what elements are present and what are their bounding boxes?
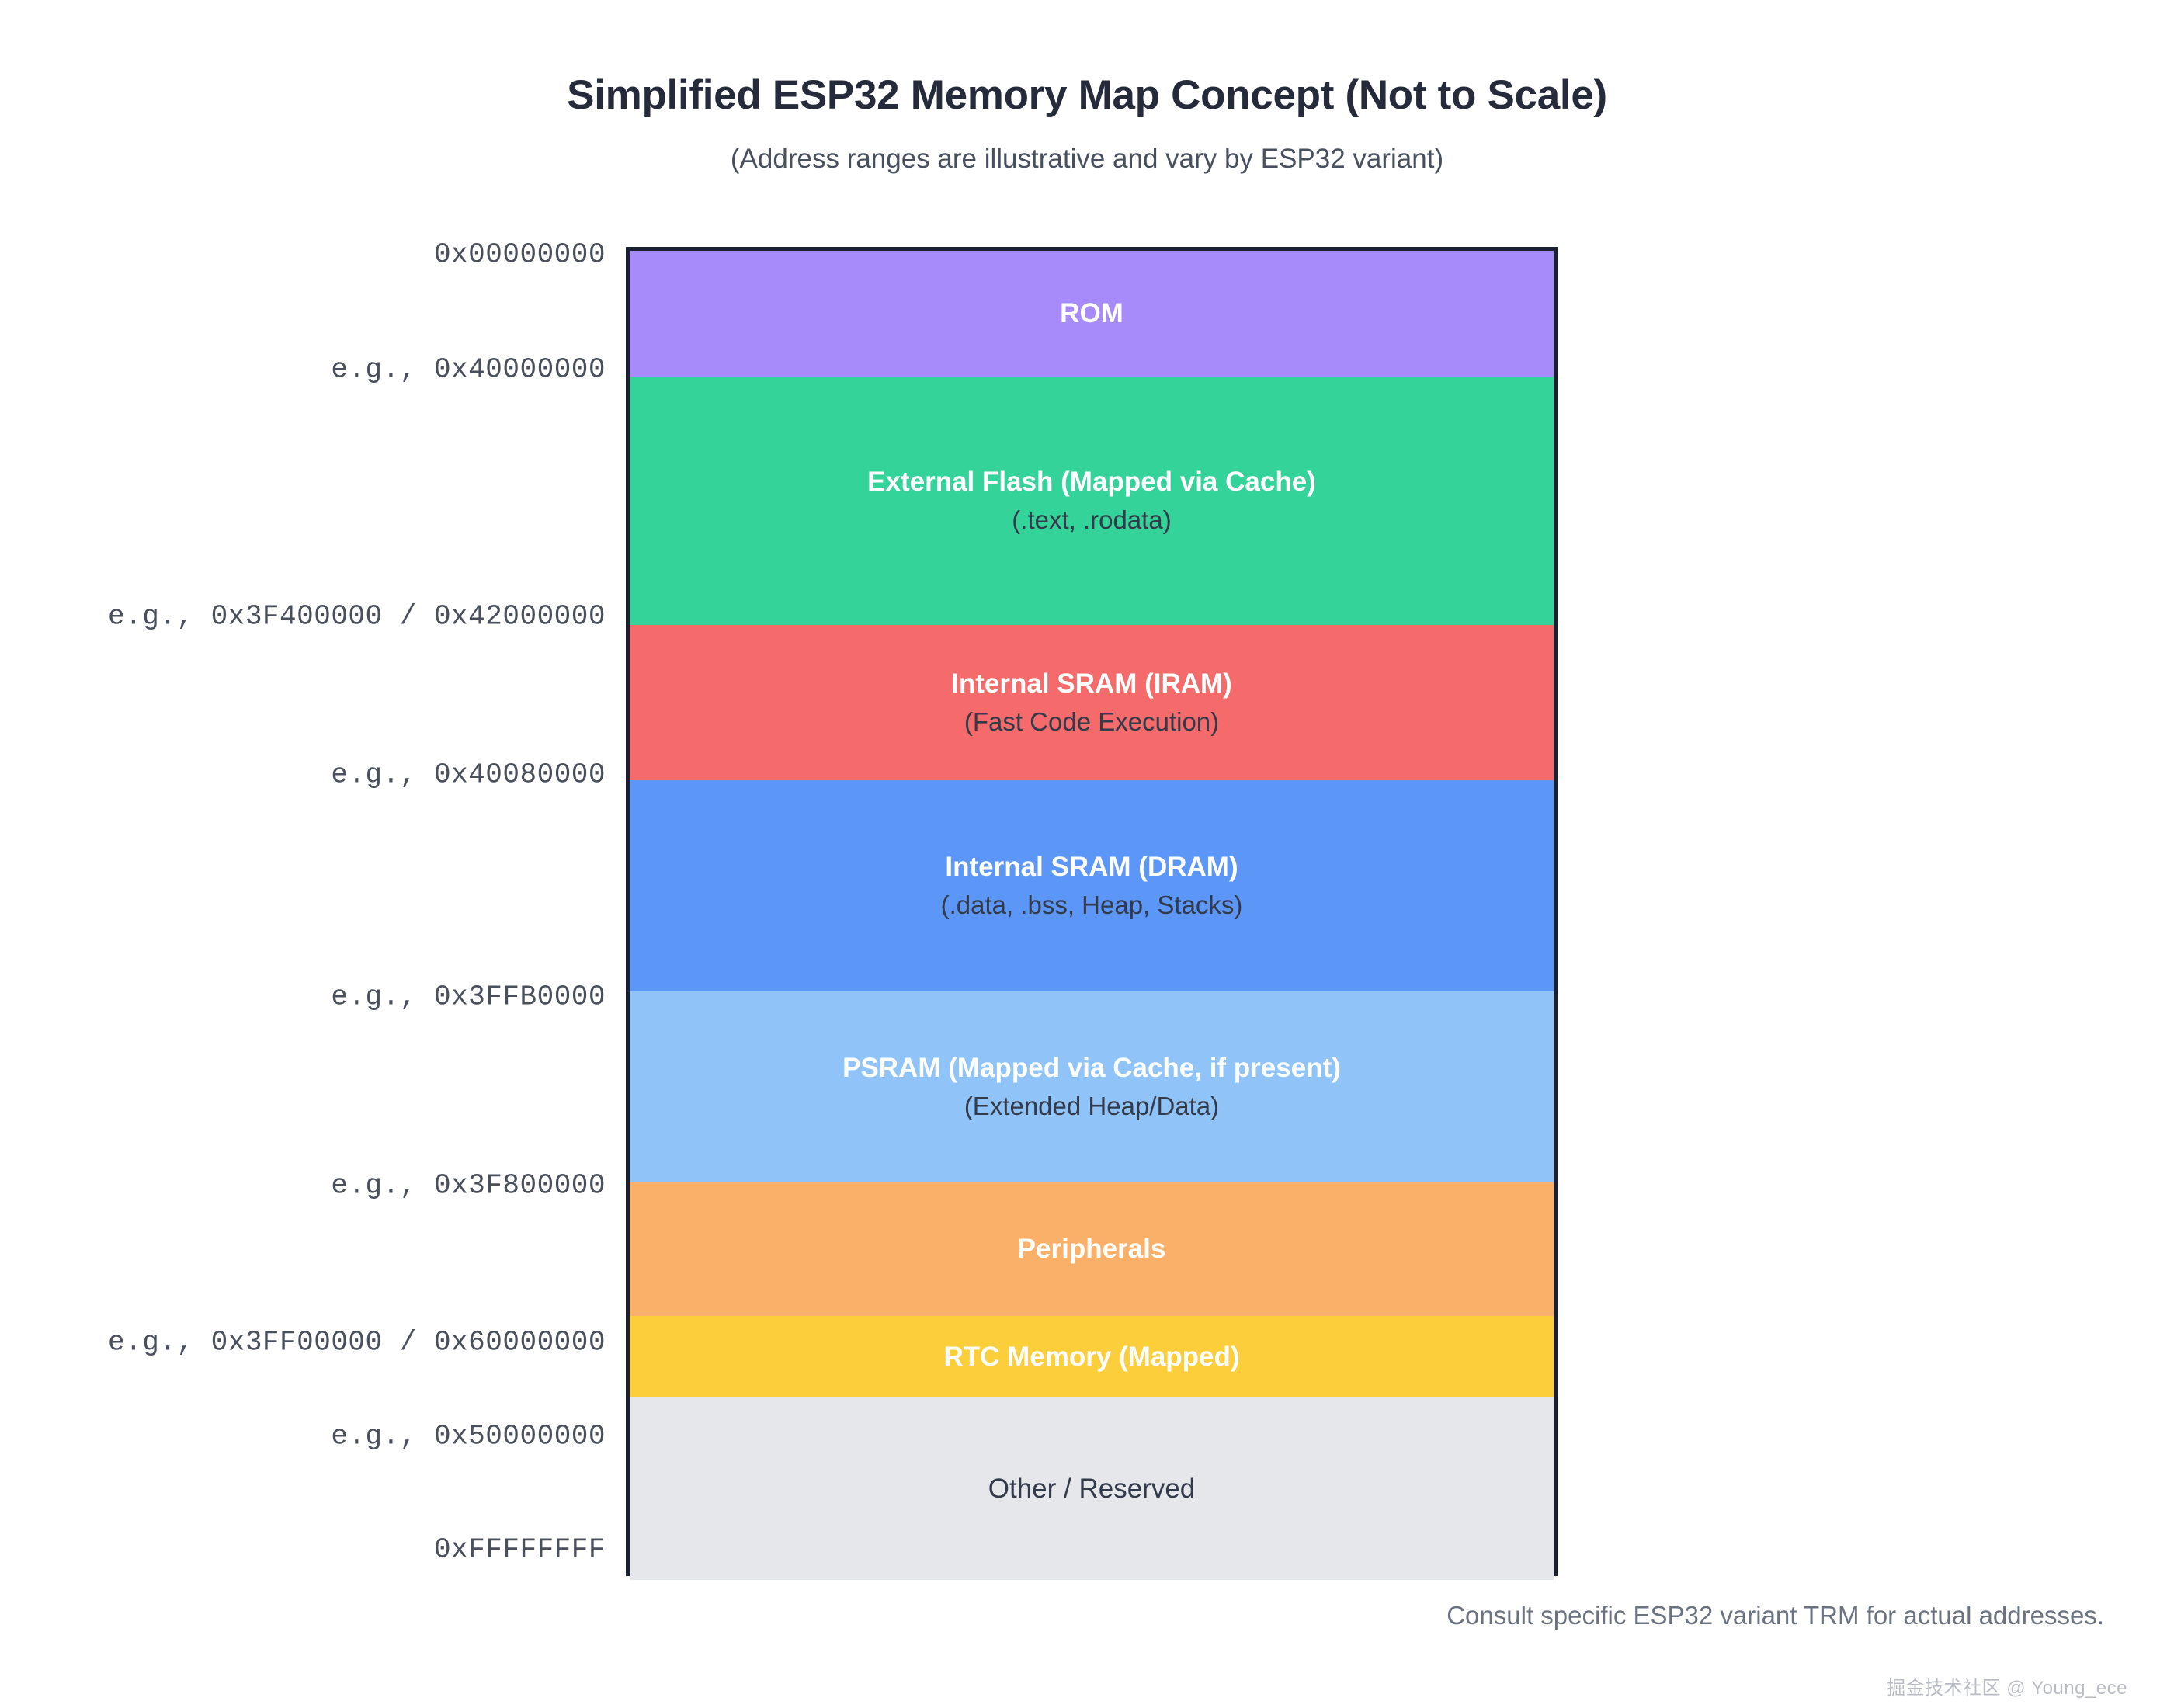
addr-0x40080000: e.g., 0x40080000	[331, 759, 606, 791]
memory-block-sublabel: (.text, .rodata)	[1012, 505, 1172, 535]
memory-block-label: Peripherals	[1017, 1234, 1166, 1265]
memory-block-sublabel: (.data, .bss, Heap, Stacks)	[940, 890, 1243, 920]
memory-block-label: RTC Memory (Mapped)	[943, 1341, 1240, 1372]
memory-block-label: ROM	[1060, 298, 1123, 329]
memory-block-sublabel: (Extended Heap/Data)	[964, 1092, 1220, 1121]
addr-0x3FF00000-0x60000000: e.g., 0x3FF00000 / 0x60000000	[107, 1326, 606, 1359]
memory-block-label: PSRAM (Mapped via Cache, if present)	[842, 1052, 1341, 1083]
page-title: Simplified ESP32 Memory Map Concept (Not…	[567, 72, 1607, 118]
addr-0x40000000: e.g., 0x40000000	[331, 353, 606, 386]
memory-map-diagram: ROM External Flash (Mapped via Cache) (.te…	[626, 247, 1558, 1580]
memory-block-internal-sram-dram: Internal SRAM (DRAM) (.data, .bss, Heap, …	[630, 780, 1554, 991]
memory-block-rom: ROM	[630, 251, 1554, 377]
memory-block-external-flash: External Flash (Mapped via Cache) (.text,…	[630, 377, 1554, 625]
watermark: 掘金技术社区 @ Young_ece	[1887, 1678, 2127, 1699]
addr-0x00000000: 0x00000000	[433, 238, 606, 271]
addr-0x50000000: e.g., 0x50000000	[331, 1420, 606, 1453]
memory-block-other-reserved: Other / Reserved	[630, 1397, 1554, 1580]
memory-block-label: Internal SRAM (DRAM)	[945, 851, 1238, 882]
addr-0x3F400000-0x42000000: e.g., 0x3F400000 / 0x42000000	[107, 600, 606, 633]
page-subtitle: (Address ranges are illustrative and var…	[730, 144, 1444, 174]
memory-block-psram: PSRAM (Mapped via Cache, if present) (Ext…	[630, 991, 1554, 1182]
memory-block-peripherals: Peripherals	[630, 1182, 1554, 1316]
memory-block-label: Internal SRAM (IRAM)	[951, 668, 1232, 699]
memory-block-label: External Flash (Mapped via Cache)	[867, 466, 1316, 497]
footer-note: Consult specific ESP32 variant TRM for a…	[1446, 1601, 2104, 1630]
memory-block-rtc-memory: RTC Memory (Mapped)	[630, 1316, 1554, 1397]
addr-0x3FFB0000: e.g., 0x3FFB0000	[331, 981, 606, 1013]
addr-0xFFFFFFFF: 0xFFFFFFFF	[433, 1533, 606, 1566]
memory-block-internal-sram-iram: Internal SRAM (IRAM) (Fast Code Execution…	[630, 625, 1554, 780]
addr-0x3F800000: e.g., 0x3F800000	[331, 1169, 606, 1202]
memory-block-label: Other / Reserved	[988, 1473, 1196, 1504]
chart-header: Simplified ESP32 Memory Map Concept (Not…	[0, 0, 2174, 175]
memory-block-sublabel: (Fast Code Execution)	[964, 707, 1220, 737]
memory-block-list: ROM External Flash (Mapped via Cache) (.te…	[630, 251, 1554, 1580]
